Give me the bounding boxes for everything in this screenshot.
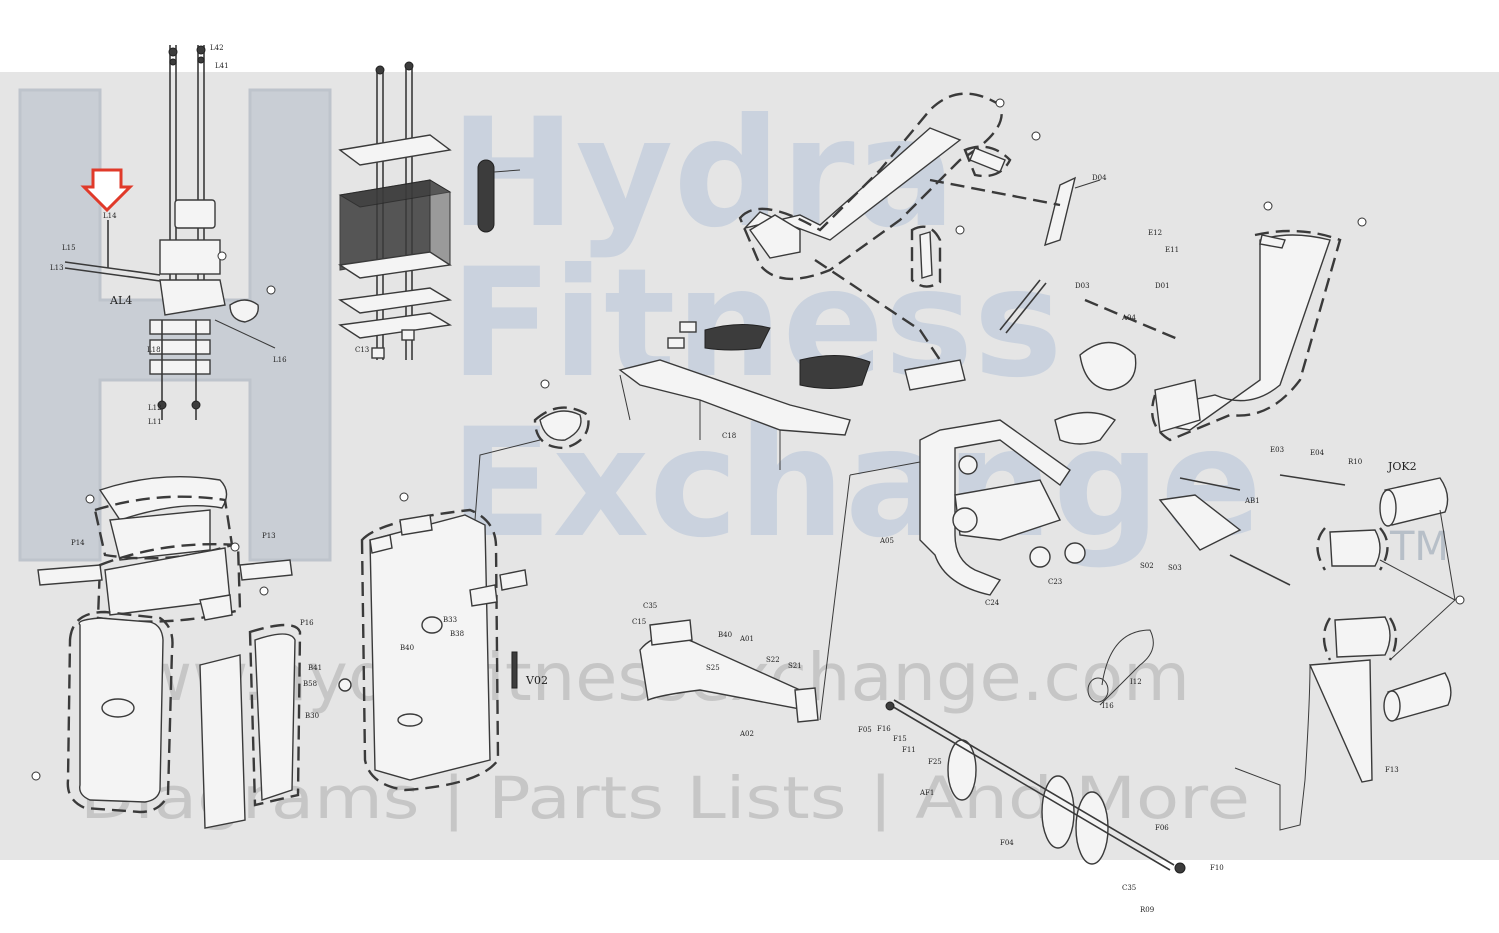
label-s22: S22: [766, 656, 780, 664]
watermark-brand-word-1: Hydra: [450, 87, 956, 261]
label-e12: E12: [1148, 229, 1162, 237]
label-e03: E03: [1270, 446, 1284, 454]
label-a01: A01: [739, 635, 754, 643]
shroud-assembly-left: [31, 475, 302, 829]
label-ab1: AB1: [1244, 497, 1260, 505]
label-l13: L13: [50, 264, 64, 272]
label-b33: B33: [443, 616, 457, 624]
label-l18: L18: [147, 346, 161, 354]
label-p16: P16: [300, 619, 314, 627]
label-c13: C13: [355, 346, 369, 354]
label-e11: E11: [1165, 246, 1179, 254]
assembly-leader-lines: [814, 178, 1181, 361]
label-f11: F11: [902, 746, 916, 754]
label-d01: D01: [1155, 282, 1170, 290]
label-f16: F16: [877, 725, 891, 733]
label-c18: C18: [722, 432, 736, 440]
label-d04: D04: [1092, 174, 1107, 182]
label-s25: S25: [706, 664, 720, 672]
label-af1: AF1: [919, 789, 934, 797]
watermark-brand-word-3: Exchange: [450, 397, 1262, 571]
press-arm-assembly: [738, 92, 1367, 442]
label-c23: C23: [1048, 578, 1062, 586]
label-r10: R10: [1348, 458, 1362, 466]
weight-stack-assembly: [338, 61, 521, 360]
main-frame-assembly: [904, 279, 1346, 596]
label-c35: C35: [643, 602, 657, 610]
label-s02: S02: [1140, 562, 1154, 570]
highlight-arrow-icon: [80, 168, 134, 213]
label-r09: R09: [1140, 906, 1154, 914]
label-l12: L12: [148, 404, 162, 412]
label-l15: L15: [62, 244, 76, 252]
label-b58: B58: [303, 680, 317, 688]
label-s03: S03: [1168, 564, 1182, 572]
label-f06: F06: [1155, 824, 1169, 832]
label-f15: F15: [893, 735, 907, 743]
label-b40-arm: B40: [718, 631, 732, 639]
label-a04: A04: [1121, 314, 1137, 322]
watermark-tagline: Diagrams | Parts Lists | And More: [80, 764, 1250, 832]
label-c35-bottom: C35: [1122, 884, 1136, 892]
label-e04: E04: [1310, 449, 1325, 457]
label-f05: F05: [858, 726, 872, 734]
frame-housing-assembly: V02 B40 B41 B58 B30 B33 B38 P13 P14 P16: [71, 379, 590, 792]
label-b40: B40: [400, 644, 414, 652]
label-f13: F13: [1385, 766, 1399, 774]
label-p14: P14: [71, 539, 85, 547]
label-l16: L16: [273, 356, 287, 364]
label-b38: B38: [450, 630, 464, 638]
label-al4: AL4: [109, 294, 132, 307]
label-jok2: JOK2: [1387, 460, 1417, 473]
leg-press-arm-assembly: A01 A02 C35 C15 B40 S22 S21 S25: [632, 461, 921, 738]
lever-arm-assembly: AL4 L14 L13 L15 L42 L41 L16: [50, 44, 287, 420]
label-l42: L42: [210, 44, 224, 52]
roller-pads: [1316, 477, 1465, 722]
label-a02: A02: [739, 730, 754, 738]
label-i12: I12: [1130, 678, 1142, 686]
watermark-url: www.hydrafitnessexchange.com: [80, 639, 1190, 716]
label-b41: B41: [308, 664, 322, 672]
label-v02: V02: [525, 674, 548, 687]
label-c15: C15: [632, 618, 646, 626]
label-a05: A05: [879, 537, 894, 545]
label-s21: S21: [788, 662, 802, 670]
label-l14: L14: [103, 212, 117, 220]
label-f25: F25: [928, 758, 942, 766]
frame-part-labels: AB1 JOK2 A04 A05 C18 C24 C23 C13 S02 S03…: [147, 174, 1417, 607]
label-d03: D03: [1075, 282, 1090, 290]
label-i16: I16: [1102, 702, 1114, 710]
label-f10: F10: [1210, 864, 1224, 872]
seat-pad-assembly: [618, 321, 871, 470]
watermark-brand-word-2: Fitness: [450, 237, 1063, 411]
watermark-trademark: TM: [1389, 524, 1449, 570]
label-b30: B30: [305, 712, 319, 720]
label-f04: F04: [1000, 839, 1014, 847]
label-c24: C24: [985, 599, 1000, 607]
label-p13: P13: [262, 532, 276, 540]
label-l11: L11: [148, 418, 162, 426]
label-l41: L41: [215, 62, 229, 70]
pulley-assembly: F05 F16 F15 F11 F25 AF1 F04 F06 F10 F13 …: [858, 629, 1399, 914]
